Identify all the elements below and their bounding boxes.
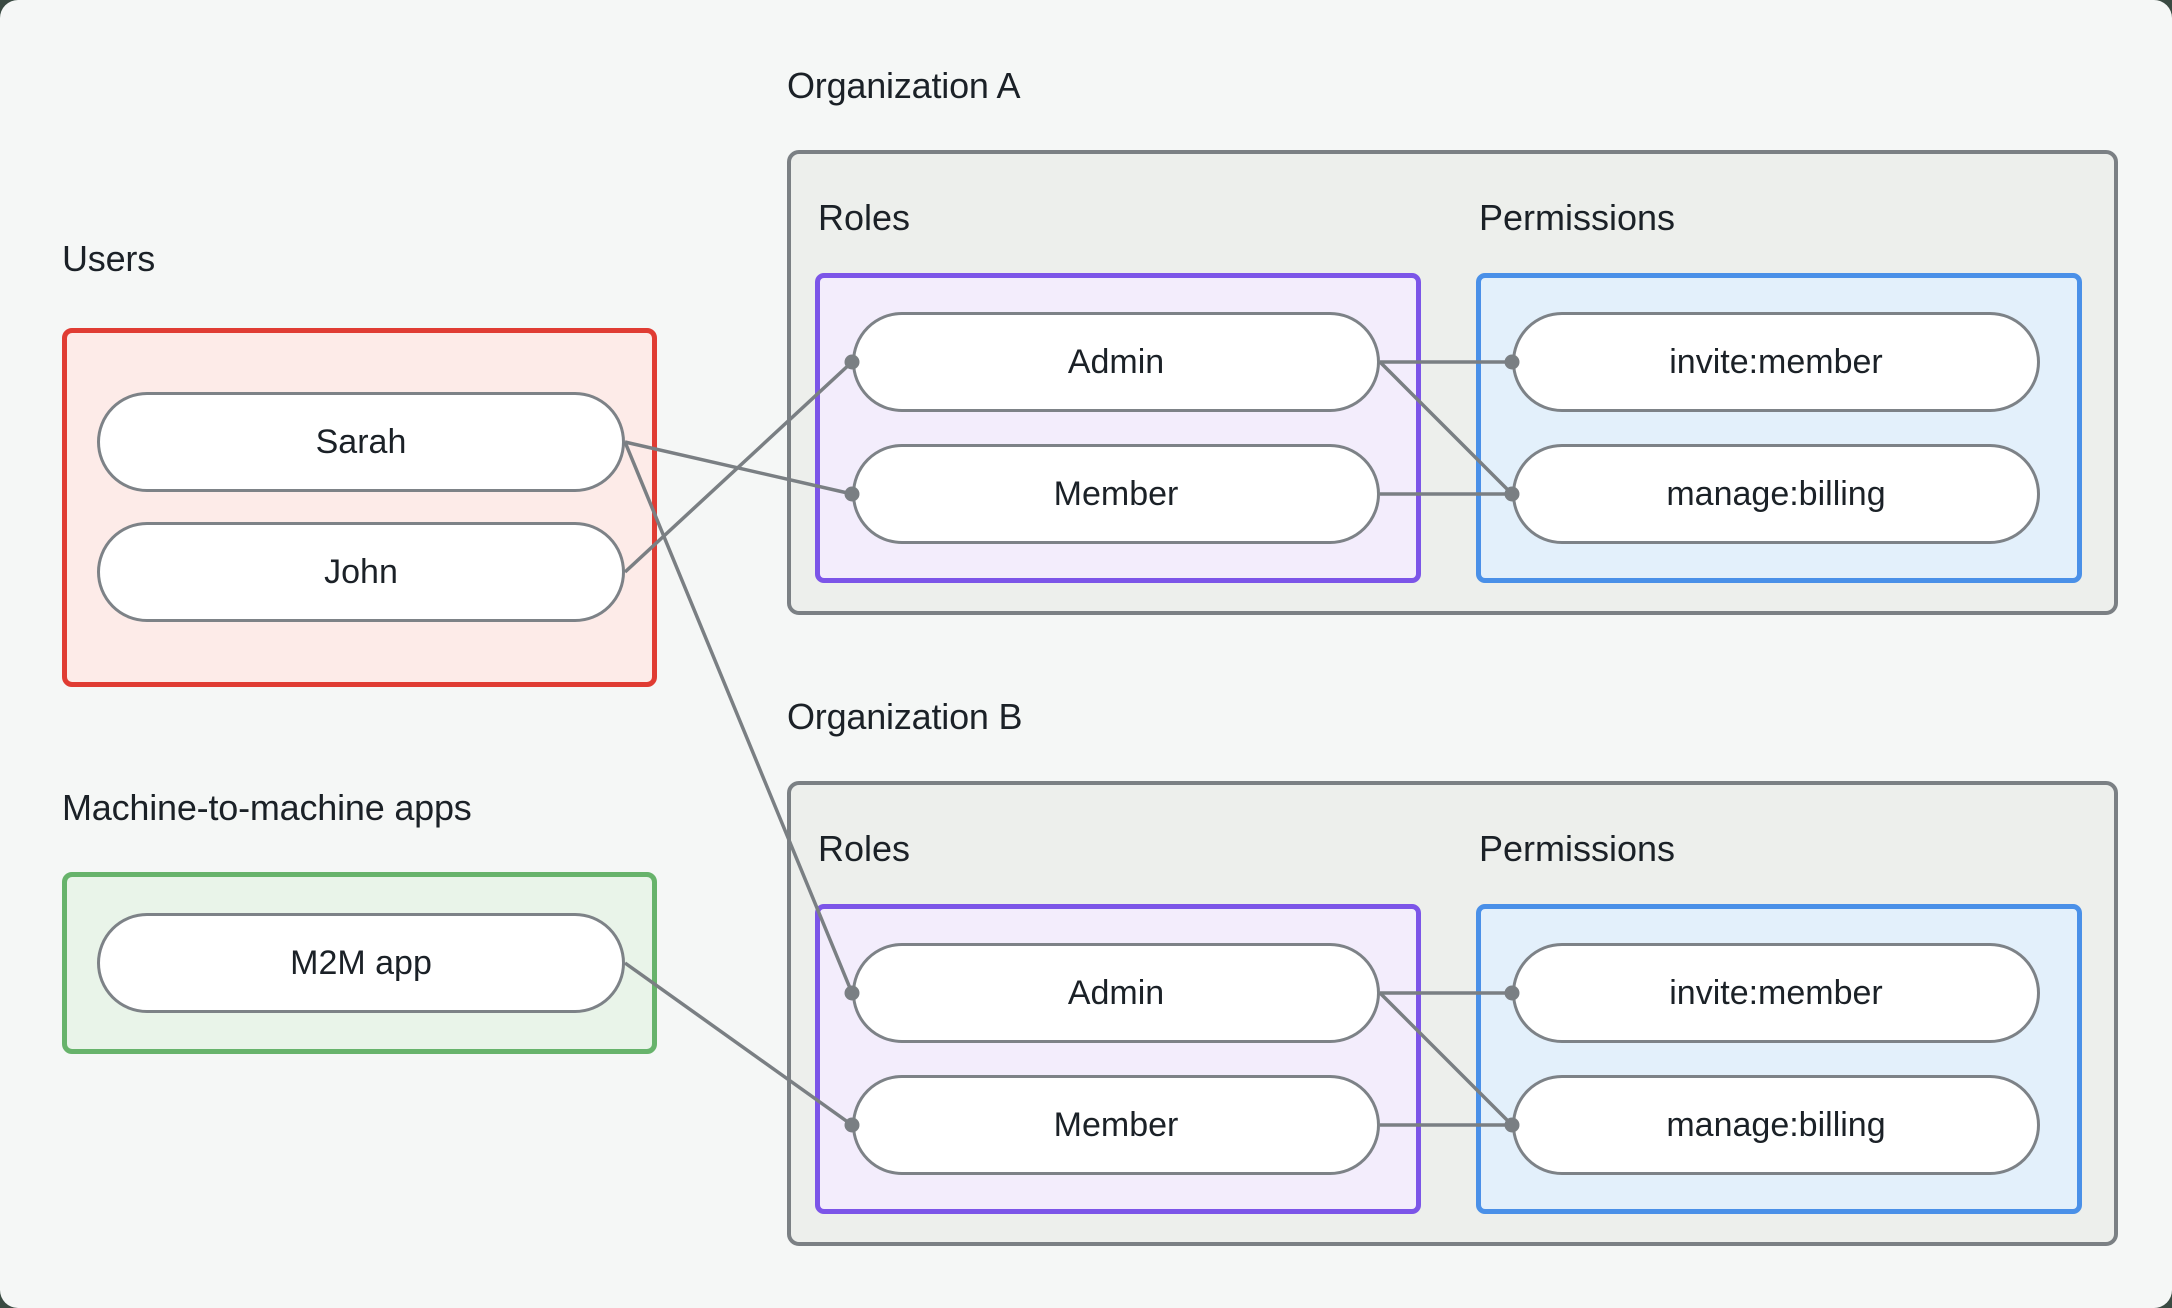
users-label: Users xyxy=(62,238,156,279)
org-b-permission-billing-label: manage:billing xyxy=(1666,1105,1886,1144)
org-a-roles-label: Roles xyxy=(818,197,911,238)
org-a-permissions-label: Permissions xyxy=(1479,197,1676,238)
org-b-permissions-group: invite:member manage:billing xyxy=(1476,904,2082,1214)
user-pill-sarah: Sarah xyxy=(97,392,625,492)
user-pill-sarah-label: Sarah xyxy=(315,422,407,461)
org-a-permission-pill-invite-member: invite:member xyxy=(1512,312,2040,412)
org-a-roles-group: Admin Member xyxy=(815,273,1421,583)
org-b-permissions-label: Permissions xyxy=(1479,828,1676,869)
org-b-role-member-label: Member xyxy=(1053,1105,1179,1144)
user-pill-john-label: John xyxy=(324,552,398,591)
org-b-role-pill-admin: Admin xyxy=(852,943,1380,1043)
org-b-permission-pill-invite-member: invite:member xyxy=(1512,943,2040,1043)
org-a-permission-pill-manage-billing: manage:billing xyxy=(1512,444,2040,544)
org-a-permission-invite-label: invite:member xyxy=(1669,342,1883,381)
org-a-permission-billing-label: manage:billing xyxy=(1666,474,1886,513)
users-group: Sarah John xyxy=(62,328,657,687)
org-b-role-pill-member: Member xyxy=(852,1075,1380,1175)
org-a-role-pill-admin: Admin xyxy=(852,312,1380,412)
org-a-group: Roles Admin Member Permissions invite:me… xyxy=(787,150,2118,615)
org-b-permission-pill-manage-billing: manage:billing xyxy=(1512,1075,2040,1175)
org-b-permission-invite-label: invite:member xyxy=(1669,973,1883,1012)
org-a-permissions-group: invite:member manage:billing xyxy=(1476,273,2082,583)
org-b-title: Organization B xyxy=(787,696,1023,737)
user-pill-john: John xyxy=(97,522,625,622)
m2m-label: Machine-to-machine apps xyxy=(62,787,472,828)
org-a-title: Organization A xyxy=(787,65,1021,106)
m2m-app-pill: M2M app xyxy=(97,913,625,1013)
org-b-role-admin-label: Admin xyxy=(1067,973,1165,1012)
m2m-app-pill-label: M2M app xyxy=(290,943,432,982)
org-b-group: Roles Admin Member Permissions invite:me… xyxy=(787,781,2118,1246)
org-a-role-admin-label: Admin xyxy=(1067,342,1165,381)
org-a-role-member-label: Member xyxy=(1053,474,1179,513)
m2m-group: M2M app xyxy=(62,872,657,1054)
org-b-roles-label: Roles xyxy=(818,828,911,869)
org-a-role-pill-member: Member xyxy=(852,444,1380,544)
org-b-roles-group: Admin Member xyxy=(815,904,1421,1214)
